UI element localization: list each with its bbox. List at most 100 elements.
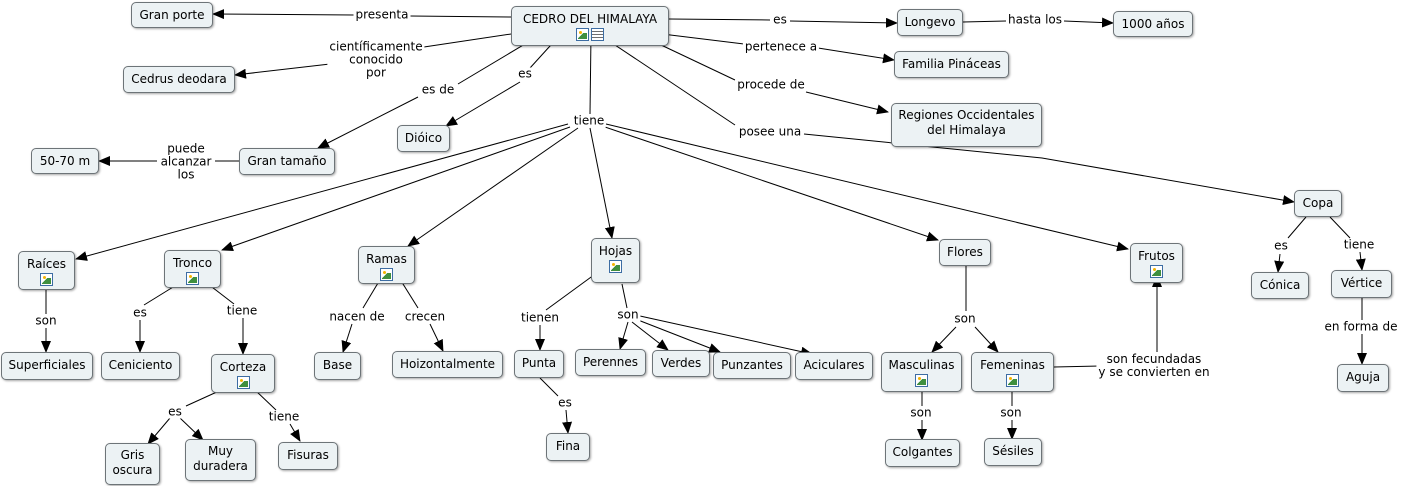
link-nacen-de: nacen de bbox=[327, 309, 387, 324]
node-label: Familia Pináceas bbox=[902, 57, 1001, 71]
node-flores[interactable]: Flores bbox=[939, 239, 991, 266]
node-perennes[interactable]: Perennes bbox=[575, 349, 646, 376]
node-punzantes[interactable]: Punzantes bbox=[713, 352, 791, 379]
node-label: Verdes bbox=[660, 356, 702, 370]
node-label: 1000 años bbox=[1121, 17, 1185, 31]
node-label-line1: Regiones Occidentales bbox=[898, 108, 1035, 122]
node-cedrus-deodara[interactable]: Cedrus deodara bbox=[123, 66, 235, 93]
node-gris-oscura[interactable]: Gris oscura bbox=[105, 443, 160, 485]
link-flores-son: son bbox=[952, 311, 978, 326]
node-gran-porte[interactable]: Gran porte bbox=[131, 2, 213, 28]
link-line: los bbox=[177, 167, 195, 182]
node-dioico[interactable]: Dióico bbox=[397, 125, 450, 152]
node-fisuras[interactable]: Fisuras bbox=[278, 442, 338, 470]
node-label: Copa bbox=[1302, 196, 1334, 210]
node-superficiales[interactable]: Superficiales bbox=[1, 352, 93, 380]
node-conica[interactable]: Cónica bbox=[1251, 272, 1309, 299]
node-label: Punzantes bbox=[721, 358, 783, 372]
node-label: Longevo bbox=[904, 15, 956, 29]
link-hojas-son: son bbox=[615, 307, 641, 322]
node-1000-anos[interactable]: 1000 años bbox=[1113, 11, 1193, 37]
node-familia-pinaceas[interactable]: Familia Pináceas bbox=[894, 51, 1009, 78]
node-masculinas[interactable]: Masculinas bbox=[881, 352, 962, 392]
link-masculinas-son: son bbox=[908, 405, 934, 420]
node-label-line2: duradera bbox=[193, 459, 248, 473]
node-label: Gran porte bbox=[139, 8, 205, 22]
node-tronco[interactable]: Tronco bbox=[164, 250, 221, 288]
node-label: Dióico bbox=[404, 131, 443, 145]
link-en-forma-de: en forma de bbox=[1322, 319, 1400, 334]
node-vertice[interactable]: Vértice bbox=[1331, 270, 1392, 298]
node-aguja[interactable]: Aguja bbox=[1337, 364, 1389, 392]
node-corteza[interactable]: Corteza bbox=[211, 354, 275, 393]
node-label-line1: Gris bbox=[120, 448, 145, 462]
link-raices-son: son bbox=[33, 313, 59, 328]
link-line: por bbox=[366, 65, 386, 80]
node-label: Gran tamaño bbox=[247, 154, 327, 168]
image-resource-icon[interactable] bbox=[380, 268, 393, 281]
node-label: Tronco bbox=[172, 256, 213, 270]
link-tiene: tiene bbox=[571, 113, 607, 128]
node-gran-tamano[interactable]: Gran tamaño bbox=[239, 148, 335, 175]
node-hoizontalmente[interactable]: Hoizontalmente bbox=[392, 351, 503, 378]
link-line: son fecundadas bbox=[1106, 352, 1202, 366]
node-sesiles[interactable]: Sésiles bbox=[984, 438, 1042, 466]
link-punta-es: es bbox=[556, 395, 574, 410]
node-longevo[interactable]: Longevo bbox=[897, 9, 963, 36]
node-frutos[interactable]: Frutos bbox=[1130, 243, 1183, 283]
link-corteza-tiene: tiene bbox=[266, 409, 302, 424]
node-colgantes[interactable]: Colgantes bbox=[885, 439, 960, 467]
node-regiones-occidentales[interactable]: Regiones Occidentales del Himalaya bbox=[891, 103, 1042, 147]
image-resource-icon[interactable] bbox=[1150, 265, 1163, 278]
node-label: Hoizontalmente bbox=[399, 357, 496, 371]
node-raices[interactable]: Raíces bbox=[18, 251, 75, 290]
image-resource-icon[interactable] bbox=[576, 28, 589, 41]
node-label: Hojas bbox=[598, 244, 633, 258]
node-label: Masculinas bbox=[888, 358, 955, 372]
link-son-fecundadas: son fecundadas y se convierten en bbox=[1096, 352, 1212, 379]
node-label-line2: del Himalaya bbox=[927, 123, 1006, 137]
image-resource-icon[interactable] bbox=[40, 273, 53, 286]
node-aciculares[interactable]: Aciculares bbox=[795, 352, 873, 380]
link-posee-una: posee una bbox=[736, 124, 804, 139]
node-label: Ceniciento bbox=[108, 358, 173, 372]
node-label: Sésiles bbox=[992, 444, 1034, 458]
node-femeninas[interactable]: Femeninas bbox=[971, 352, 1054, 392]
link-es-de: es de bbox=[419, 82, 457, 97]
link-copa-tiene: tiene bbox=[1341, 237, 1377, 252]
node-fina[interactable]: Fina bbox=[546, 433, 590, 461]
node-label: Colgantes bbox=[892, 445, 953, 459]
node-label: Flores bbox=[947, 245, 983, 259]
node-ceniciento[interactable]: Ceniciento bbox=[101, 352, 180, 380]
node-label: Frutos bbox=[1138, 249, 1175, 263]
node-copa[interactable]: Copa bbox=[1294, 190, 1342, 217]
link-corteza-es: es bbox=[166, 404, 184, 419]
node-base[interactable]: Base bbox=[314, 352, 361, 380]
node-label: Base bbox=[322, 358, 353, 372]
node-50-70-m[interactable]: 50-70 m bbox=[31, 148, 99, 174]
link-tienen: tienen bbox=[518, 310, 562, 325]
node-punta[interactable]: Punta bbox=[514, 350, 564, 378]
link-hasta-los: hasta los bbox=[1005, 12, 1065, 27]
image-resource-icon[interactable] bbox=[236, 376, 250, 389]
link-line: y se convierten en bbox=[1098, 365, 1210, 379]
link-femeninas-son: son bbox=[998, 405, 1024, 420]
node-ramas[interactable]: Ramas bbox=[358, 246, 415, 284]
image-resource-icon[interactable] bbox=[915, 374, 928, 387]
node-muy-duradera[interactable]: Muy duradera bbox=[185, 439, 256, 481]
node-label: Superficiales bbox=[8, 358, 86, 372]
document-resource-icon[interactable] bbox=[591, 28, 604, 41]
image-resource-icon[interactable] bbox=[1006, 374, 1019, 387]
link-line: puede bbox=[167, 141, 205, 156]
node-hojas[interactable]: Hojas bbox=[591, 238, 640, 283]
image-resource-icon[interactable] bbox=[609, 260, 622, 273]
node-cedro-del-himalaya[interactable]: CEDRO DEL HIMALAYA bbox=[511, 6, 669, 46]
node-label: Cónica bbox=[1259, 278, 1301, 292]
node-label: Corteza bbox=[219, 360, 267, 374]
node-verdes[interactable]: Verdes bbox=[652, 350, 710, 377]
node-label: Ramas bbox=[366, 252, 407, 266]
link-tronco-tiene: tiene bbox=[224, 303, 260, 318]
node-label: Aciculares bbox=[803, 358, 865, 372]
image-resource-icon[interactable] bbox=[186, 272, 199, 285]
